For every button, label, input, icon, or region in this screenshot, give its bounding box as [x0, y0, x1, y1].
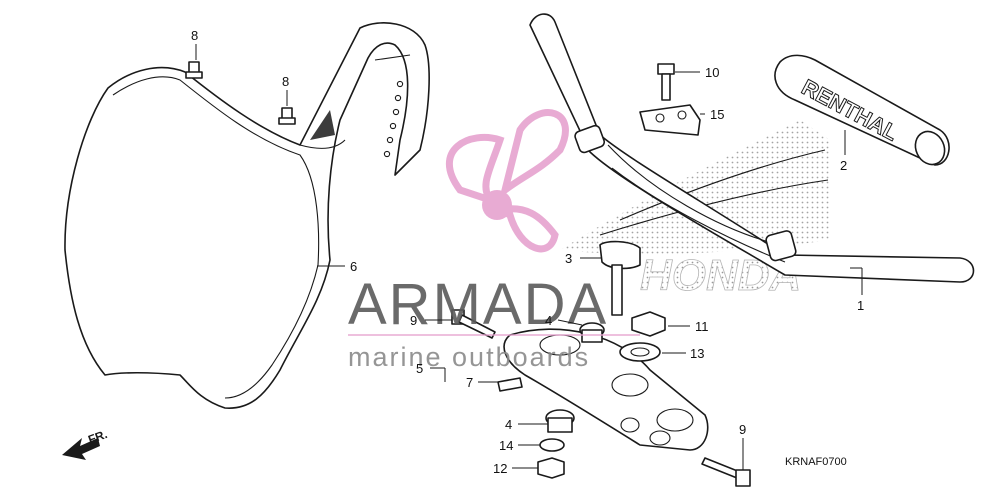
callouts: 8 8 6 10 15 2 3 1 9 4 11 13 5 7 4 14 12 … [191, 28, 864, 476]
watermark: ARMADA marine outboards [348, 109, 640, 372]
leader-lines [195, 44, 863, 470]
nut-12 [537, 457, 565, 479]
nut-11 [631, 311, 666, 337]
callout-5: 5 [416, 361, 423, 376]
bolt-8-right [278, 107, 296, 125]
upper-holder-15 [639, 104, 701, 136]
callout-12: 12 [493, 461, 507, 476]
propeller-icon [445, 109, 569, 253]
handlebar [529, 13, 975, 283]
callout-13: 13 [690, 346, 704, 361]
callout-14: 14 [499, 438, 513, 453]
washer-13 [619, 342, 661, 362]
strap-holes [383, 80, 404, 158]
callout-7: 7 [466, 375, 473, 390]
callout-8-left: 8 [191, 28, 198, 43]
front-label: FR. [86, 427, 109, 447]
callout-10: 10 [705, 65, 719, 80]
callout-1: 1 [857, 298, 864, 313]
watermark-brand: ARMADA [348, 272, 608, 337]
callout-9-left: 9 [410, 313, 417, 328]
callout-15: 15 [710, 107, 724, 122]
bolt-8-left [185, 61, 203, 79]
diagram-code: KRNAF0700 [785, 456, 847, 468]
front-arrow-icon: FR. [62, 427, 109, 460]
bushing-4-lower [545, 409, 575, 433]
bolt-9-left [451, 309, 496, 339]
callout-4-lower: 4 [505, 417, 512, 432]
bushing-4-upper [579, 322, 605, 343]
lower-holder-3 [599, 240, 641, 316]
callout-9-right: 9 [739, 422, 746, 437]
plate-7 [497, 377, 523, 392]
callout-2: 2 [840, 158, 847, 173]
callout-6: 6 [350, 259, 357, 274]
callout-11: 11 [695, 319, 709, 334]
callout-4-upper: 4 [545, 313, 552, 328]
callout-3: 3 [565, 251, 572, 266]
washer-14 [539, 438, 565, 452]
callout-8-right: 8 [282, 74, 289, 89]
number-plate [64, 22, 430, 409]
bolt-10 [657, 63, 675, 101]
watermark-tagline: marine outboards [348, 342, 590, 372]
